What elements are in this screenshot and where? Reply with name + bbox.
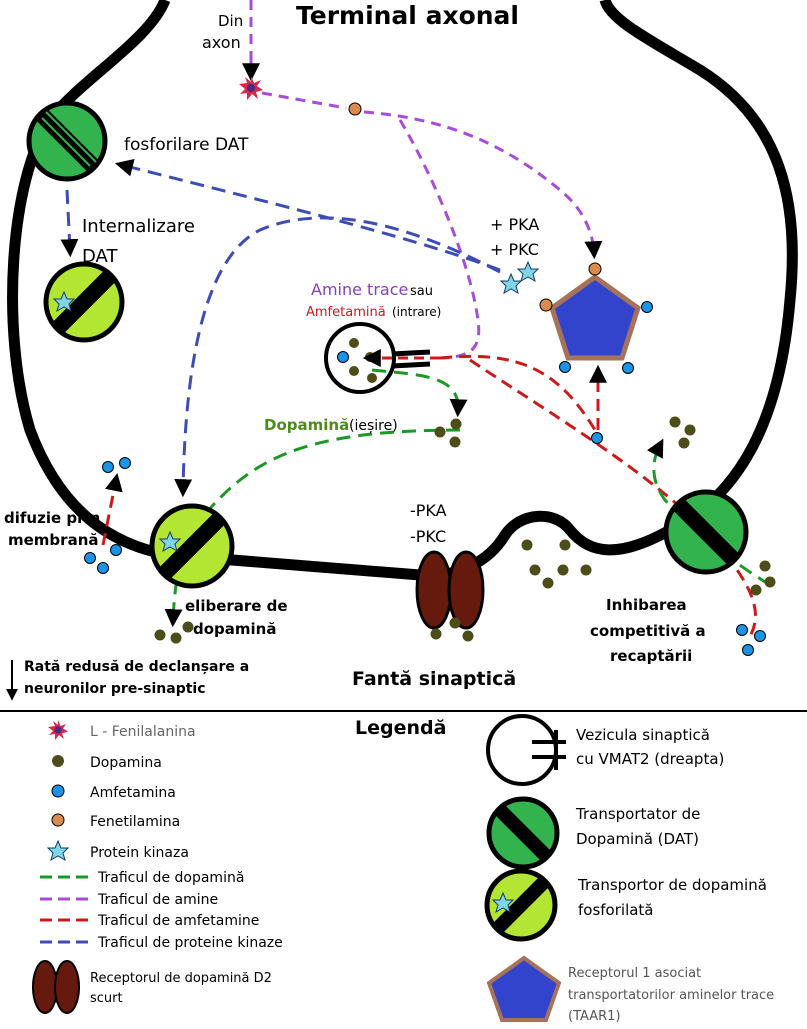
synaptic-vesicle (324, 322, 431, 394)
amphetamine-dot-icon (51, 784, 65, 798)
amphetamine-dot (591, 432, 603, 444)
label-fosforilare-dat: fosforilare DAT (124, 135, 249, 155)
protein-kinase-traffic-paths (60, 158, 501, 498)
dopamine-cluster-exit (434, 418, 462, 448)
legend-l-phenylalanine: L - Fenilalanina (90, 724, 196, 740)
dat-icon (486, 796, 560, 870)
legend-dat-line2: Dopamină (DAT) (576, 830, 699, 848)
membrane-dat-right (663, 489, 749, 575)
label-axon: axon (202, 33, 241, 52)
vesicle-icon (486, 714, 566, 786)
membrane-phospho-dat (149, 503, 235, 589)
amphetamine-cluster-right (736, 624, 766, 656)
legend-red-traffic: Traficul de amfetamine (97, 913, 259, 929)
legend-vesicle-line2: cu VMAT2 (dreapta) (576, 750, 724, 768)
dopamine-cluster-right (750, 560, 776, 596)
phenethylamine-dot (348, 102, 362, 116)
dopamine-traffic-paths (164, 368, 771, 628)
label-inhibarea-2: competitivă a (590, 622, 706, 640)
legend-taar1-line2: transportatorilor aminelor trace (568, 988, 774, 1003)
label-internalizare: Internalizare (82, 216, 195, 237)
label-pka-plus: + PKA (490, 215, 539, 234)
internalized-phospho-dat (43, 261, 125, 343)
legend-amphetamine: Amfetamina (90, 785, 176, 801)
legend-phenethylamine: Fenetilamina (90, 814, 180, 830)
legend-d2-line1: Receptorul de dopamină D2 (90, 971, 272, 986)
protein-kinase-stars (499, 260, 540, 295)
phosphorylated-dat-icon (484, 868, 558, 942)
label-intrare: (intrare) (392, 305, 441, 319)
label-amine-trace: Amine trace (311, 280, 408, 299)
label-iesire: (ieșire) (349, 418, 398, 434)
legend-vesicle-line1: Vezicula sinaptică (576, 726, 710, 744)
dat-transporter-top (26, 100, 108, 182)
amine-traffic-paths (249, 0, 603, 360)
label-eliberare-2: dopamină (193, 620, 276, 638)
label-inhibarea-1: Inhibarea (606, 596, 687, 614)
dopamine-dot-icon (52, 755, 64, 767)
legend-blue-traffic: Traficul de proteine kinaze (97, 935, 283, 951)
title-terminal-axonal: Terminal axonal (296, 1, 519, 30)
legend-taar1-line3: (TAAR1) (568, 1009, 621, 1024)
label-eliberare-1: eliberare de (185, 597, 288, 615)
legend-phospho-line2: fosforilată (578, 901, 654, 919)
label-pka-minus: -PKA (410, 501, 447, 520)
legend-dat-line1: Transportator de (575, 805, 700, 823)
protein-kinase-star-icon (46, 839, 70, 862)
legend-dopamine: Dopamina (90, 755, 162, 771)
label-fanta-sinaptica: Fantă sinaptică (352, 668, 516, 690)
l-phenylalanine-icon (239, 76, 263, 100)
label-pkc-minus: -PKC (410, 527, 446, 546)
phenethylamine-dot-icon (51, 813, 65, 827)
legend-phospho-line1: Transportor de dopamină (577, 876, 767, 894)
label-inhibarea-3: recaptării (610, 647, 692, 665)
dopamine-cluster-cleft (430, 539, 592, 642)
dopamine-cluster-reuptake (669, 416, 696, 449)
taar1-icon (486, 955, 562, 1022)
label-dat: DAT (82, 246, 118, 267)
legend-d2-line2: scurt (90, 991, 123, 1006)
l-phenylalanine-icon (48, 720, 68, 740)
label-sau: sau (410, 284, 433, 299)
dopamine-cluster-release (154, 621, 194, 644)
legend-taar1-line1: Receptorul 1 asociat (568, 966, 701, 981)
legend-green-traffic: Traficul de dopamină (97, 870, 244, 886)
d2-receptor-icon (32, 960, 80, 1014)
label-din: Din (218, 12, 243, 30)
label-pkc-plus: + PKC (490, 240, 539, 259)
label-difuzie-2: membrană (8, 531, 99, 549)
taar1-receptor (539, 262, 653, 374)
label-amfetamina-intrare: Amfetamină (306, 305, 386, 320)
d2-receptor (415, 550, 485, 630)
label-difuzie-1: difuzie prin (4, 509, 100, 527)
axon-terminal-membrane (7, 0, 798, 581)
legend-purple-traffic: Traficul de amine (97, 892, 218, 908)
legend-title: Legendă (355, 717, 446, 739)
legend-left-icons (32, 720, 88, 1014)
label-dopamina-iesire: Dopamină (264, 416, 349, 434)
amphetamine-cluster-left (84, 457, 131, 574)
label-rata-2: neuronilor pre-sinaptic (24, 681, 206, 697)
legend-protein-kinase: Protein kinaza (90, 845, 189, 861)
label-rata-1: Rată redusă de declanșare a (24, 659, 249, 675)
